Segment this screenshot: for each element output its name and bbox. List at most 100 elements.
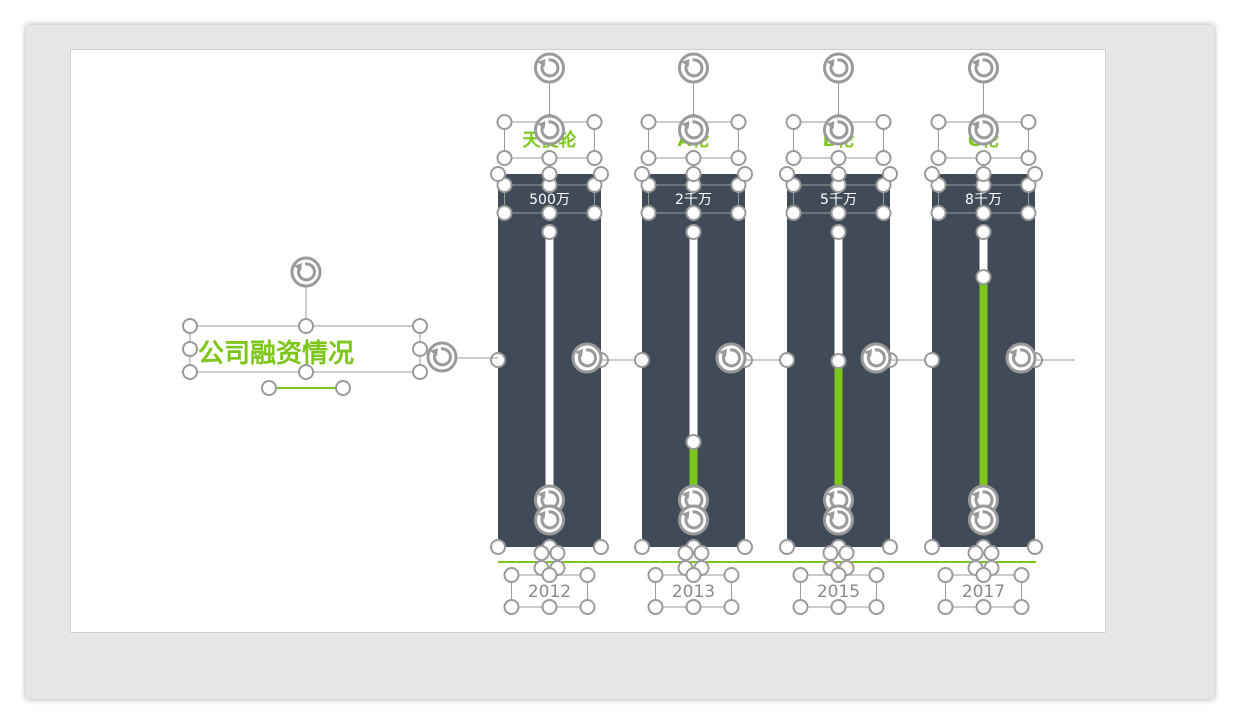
- resize-handle-icon[interactable]: [677, 545, 694, 561]
- resize-handle-icon[interactable]: [593, 539, 609, 555]
- resize-handle-icon[interactable]: [792, 599, 809, 615]
- resize-handle-icon[interactable]: [335, 380, 351, 396]
- resize-handle-icon[interactable]: [937, 599, 954, 615]
- resize-handle-icon[interactable]: [975, 269, 992, 285]
- resize-handle-icon[interactable]: [412, 364, 428, 380]
- rotate-handle-icon[interactable]: [678, 504, 709, 536]
- resize-handle-icon[interactable]: [490, 166, 506, 182]
- resize-handle-icon[interactable]: [785, 150, 802, 166]
- rotate-handle-icon[interactable]: [534, 114, 565, 146]
- resize-handle-icon[interactable]: [830, 224, 847, 240]
- resize-handle-icon[interactable]: [1027, 166, 1043, 182]
- resize-handle-icon[interactable]: [924, 352, 940, 368]
- resize-handle-icon[interactable]: [412, 341, 428, 357]
- resize-handle-icon[interactable]: [723, 567, 740, 583]
- funding-column[interactable]: B轮5千万2015: [779, 52, 930, 615]
- resize-handle-icon[interactable]: [640, 150, 657, 166]
- resize-handle-icon[interactable]: [1020, 114, 1037, 130]
- rotate-handle-icon[interactable]: [968, 52, 999, 84]
- resize-handle-icon[interactable]: [647, 599, 664, 615]
- resize-handle-icon[interactable]: [779, 352, 795, 368]
- resize-handle-icon[interactable]: [647, 567, 664, 583]
- resize-handle-icon[interactable]: [490, 352, 506, 368]
- resize-handle-icon[interactable]: [1020, 150, 1037, 166]
- resize-handle-icon[interactable]: [975, 205, 992, 221]
- resize-handle-icon[interactable]: [261, 380, 277, 396]
- resize-handle-icon[interactable]: [685, 567, 702, 583]
- title-selection[interactable]: 公司融资情况: [182, 256, 428, 396]
- resize-handle-icon[interactable]: [412, 318, 428, 334]
- resize-handle-icon[interactable]: [685, 224, 702, 240]
- rotate-handle-icon[interactable]: [823, 114, 854, 146]
- resize-handle-icon[interactable]: [640, 205, 657, 221]
- resize-handle-icon[interactable]: [737, 539, 753, 555]
- resize-handle-icon[interactable]: [634, 166, 650, 182]
- resize-handle-icon[interactable]: [785, 114, 802, 130]
- resize-handle-icon[interactable]: [975, 567, 992, 583]
- resize-handle-icon[interactable]: [792, 567, 809, 583]
- resize-handle-icon[interactable]: [503, 567, 520, 583]
- resize-handle-icon[interactable]: [830, 353, 847, 369]
- resize-handle-icon[interactable]: [779, 166, 795, 182]
- resize-handle-icon[interactable]: [496, 114, 513, 130]
- resize-handle-icon[interactable]: [298, 364, 314, 380]
- resize-handle-icon[interactable]: [634, 352, 650, 368]
- resize-handle-icon[interactable]: [586, 114, 603, 130]
- rotate-handle-icon[interactable]: [678, 114, 709, 146]
- resize-handle-icon[interactable]: [685, 166, 702, 182]
- resize-handle-icon[interactable]: [830, 166, 847, 182]
- resize-handle-icon[interactable]: [685, 205, 702, 221]
- resize-handle-icon[interactable]: [541, 150, 558, 166]
- resize-handle-icon[interactable]: [541, 224, 558, 240]
- funding-column[interactable]: C轮8千万2017: [924, 52, 1075, 615]
- resize-handle-icon[interactable]: [1027, 539, 1043, 555]
- rotate-handle-icon[interactable]: [968, 504, 999, 536]
- funding-column[interactable]: 天使轮500万2012: [490, 52, 641, 615]
- rotate-handle-icon[interactable]: [823, 504, 854, 536]
- rotate-handle-icon[interactable]: [715, 342, 747, 374]
- resize-handle-icon[interactable]: [975, 599, 992, 615]
- resize-handle-icon[interactable]: [579, 599, 596, 615]
- resize-handle-icon[interactable]: [1013, 599, 1030, 615]
- resize-handle-icon[interactable]: [1013, 567, 1030, 583]
- resize-handle-icon[interactable]: [967, 545, 984, 561]
- resize-handle-icon[interactable]: [830, 150, 847, 166]
- resize-handle-icon[interactable]: [975, 224, 992, 240]
- resize-handle-icon[interactable]: [937, 567, 954, 583]
- resize-handle-icon[interactable]: [875, 114, 892, 130]
- resize-handle-icon[interactable]: [785, 205, 802, 221]
- resize-handle-icon[interactable]: [586, 205, 603, 221]
- resize-handle-icon[interactable]: [924, 539, 940, 555]
- resize-handle-icon[interactable]: [868, 567, 885, 583]
- resize-handle-icon[interactable]: [830, 599, 847, 615]
- resize-handle-icon[interactable]: [533, 545, 550, 561]
- resize-handle-icon[interactable]: [975, 166, 992, 182]
- rotate-handle-icon[interactable]: [823, 52, 854, 84]
- resize-handle-icon[interactable]: [930, 150, 947, 166]
- funding-columns[interactable]: 天使轮500万2012A轮2千万2013B轮5千万2015C轮8千万2017: [426, 52, 1075, 615]
- resize-handle-icon[interactable]: [182, 364, 198, 380]
- rotate-handle-icon[interactable]: [534, 52, 565, 84]
- resize-handle-icon[interactable]: [490, 539, 506, 555]
- rotate-handle-icon[interactable]: [290, 256, 322, 288]
- rotate-handle-icon[interactable]: [534, 504, 565, 536]
- resize-handle-icon[interactable]: [541, 205, 558, 221]
- rotate-handle-icon[interactable]: [1005, 342, 1037, 374]
- resize-handle-icon[interactable]: [930, 205, 947, 221]
- resize-handle-icon[interactable]: [593, 166, 609, 182]
- resize-handle-icon[interactable]: [822, 545, 839, 561]
- resize-handle-icon[interactable]: [838, 545, 855, 561]
- resize-handle-icon[interactable]: [1020, 205, 1037, 221]
- resize-handle-icon[interactable]: [541, 567, 558, 583]
- resize-handle-icon[interactable]: [975, 150, 992, 166]
- resize-handle-icon[interactable]: [541, 599, 558, 615]
- resize-handle-icon[interactable]: [723, 599, 740, 615]
- resize-handle-icon[interactable]: [875, 150, 892, 166]
- resize-handle-icon[interactable]: [579, 567, 596, 583]
- resize-handle-icon[interactable]: [182, 341, 198, 357]
- rotate-handle-icon[interactable]: [426, 341, 458, 373]
- resize-handle-icon[interactable]: [693, 545, 710, 561]
- resize-handle-icon[interactable]: [496, 205, 513, 221]
- resize-handle-icon[interactable]: [868, 599, 885, 615]
- resize-handle-icon[interactable]: [983, 545, 1000, 561]
